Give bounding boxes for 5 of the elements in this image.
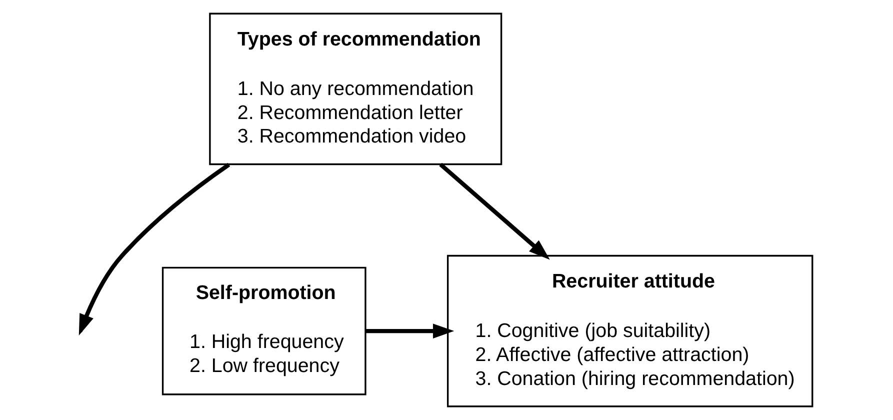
arrow	[439, 162, 550, 260]
node-box: Recruiter attitude 1. Cognitive (job suitability) 2. Affective (affective attraction) 3. Conation (hiring recommendation)	[446, 254, 814, 408]
node-box: Types of recommendation 1. No any recommendation 2. Recommendation letter 3. Recommendation video	[209, 12, 502, 166]
node-box: Self-promotion 1. High frequency 2. Low frequency	[162, 266, 366, 396]
arrow	[366, 324, 454, 338]
